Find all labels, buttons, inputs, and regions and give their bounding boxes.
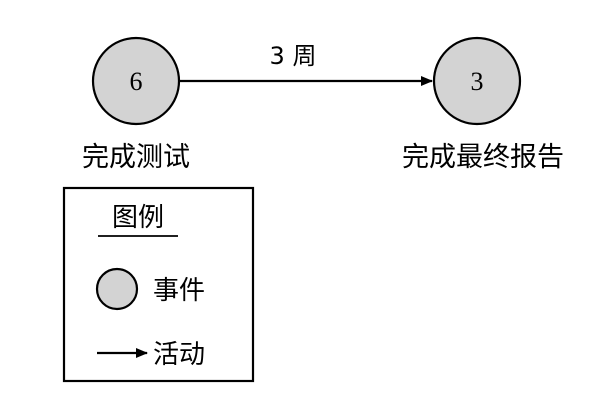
event-node-complete-final-report: 3 完成最终报告 — [402, 36, 564, 173]
event-node-complete-testing: 6 完成测试 — [82, 36, 190, 173]
event-caption: 完成最终报告 — [402, 142, 564, 173]
event-circle — [91, 36, 181, 126]
activity-duration-label: 3 周 — [270, 42, 317, 70]
legend-event-symbol — [95, 267, 139, 311]
legend-activity-label: 活动 — [153, 340, 205, 370]
legend: 图例 事件 活动 — [62, 186, 255, 383]
event-caption: 完成测试 — [82, 142, 190, 173]
event-number: 6 — [130, 67, 143, 96]
event-number: 3 — [471, 67, 484, 96]
legend-event-label: 事件 — [153, 276, 205, 306]
legend-box — [62, 186, 255, 383]
legend-title: 图例 — [112, 203, 164, 233]
event-circle — [432, 36, 522, 126]
activity-edge: 3 周 — [179, 42, 433, 86]
